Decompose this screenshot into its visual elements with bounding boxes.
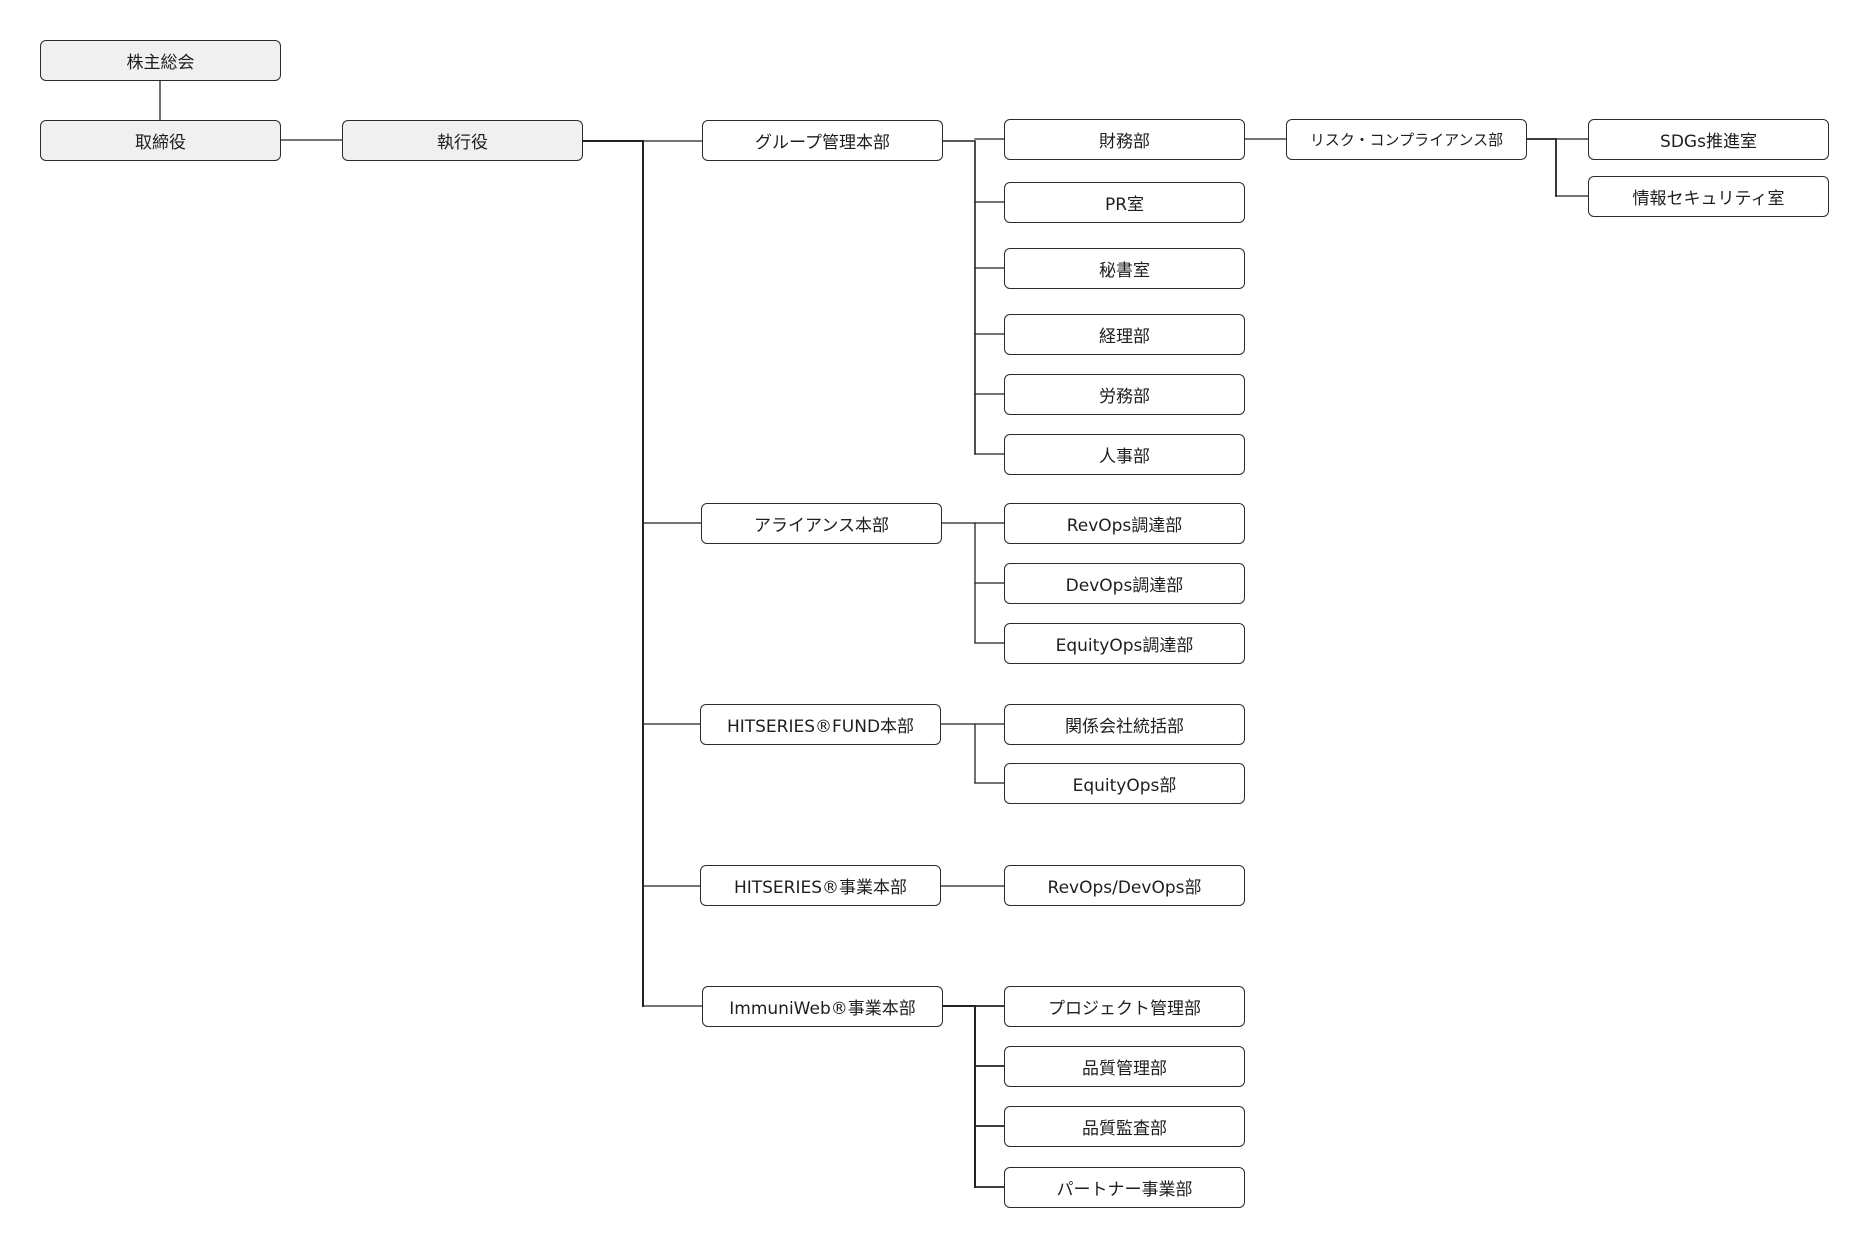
connector-fund-bus: [940, 723, 976, 784]
node-equityops-procurement: EquityOps調達部: [1004, 623, 1245, 664]
connector-executive-trunk: [582, 140, 644, 1007]
node-sdgs: SDGs推進室: [1588, 119, 1829, 160]
connector-immuniweb-bus: [942, 1005, 976, 1188]
node-equityops: EquityOps部: [1004, 763, 1245, 804]
node-revdevops: RevOps/DevOps部: [1004, 865, 1245, 906]
node-quality-audit: 品質監査部: [1004, 1106, 1245, 1147]
node-infosec: 情報セキュリティ室: [1588, 176, 1829, 217]
node-fund: HITSERIES®FUND本部: [700, 704, 941, 745]
connector-risk-bus: [1526, 138, 1557, 197]
node-affiliates: 関係会社統括部: [1004, 704, 1245, 745]
node-shareholders: 株主総会: [40, 40, 281, 81]
node-devops-procurement: DevOps調達部: [1004, 563, 1245, 604]
node-group-mgmt: グループ管理本部: [702, 120, 943, 161]
node-risk-compliance: リスク・コンプライアンス部: [1286, 119, 1527, 160]
node-board: 取締役: [40, 120, 281, 161]
node-hitseries-biz: HITSERIES®事業本部: [700, 865, 941, 906]
connector-group-mgmt-bus: [942, 140, 976, 455]
node-hr: 人事部: [1004, 434, 1245, 475]
node-labor: 労務部: [1004, 374, 1245, 415]
node-secretary: 秘書室: [1004, 248, 1245, 289]
node-project-mgmt: プロジェクト管理部: [1004, 986, 1245, 1027]
node-pr: PR室: [1004, 182, 1245, 223]
node-revops-procurement: RevOps調達部: [1004, 503, 1245, 544]
node-alliance: アライアンス本部: [701, 503, 942, 544]
node-immuniweb-biz: ImmuniWeb®事業本部: [702, 986, 943, 1027]
node-quality-mgmt: 品質管理部: [1004, 1046, 1245, 1087]
connector-alliance-bus: [941, 522, 976, 644]
node-finance: 財務部: [1004, 119, 1245, 160]
node-executive: 執行役: [342, 120, 583, 161]
node-accounting: 経理部: [1004, 314, 1245, 355]
node-partner-biz: パートナー事業部: [1004, 1167, 1245, 1208]
